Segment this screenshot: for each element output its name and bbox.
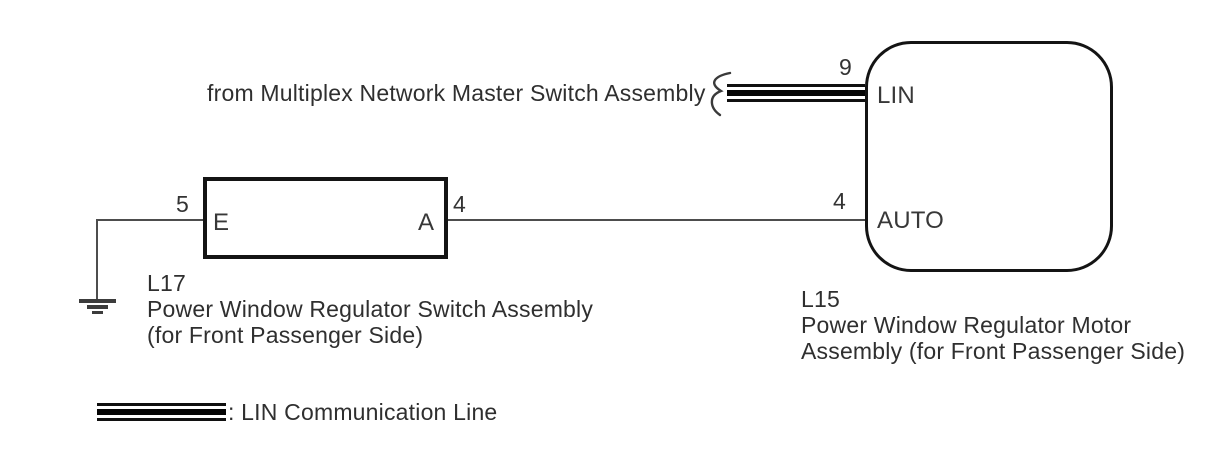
pin-4-switch-label: 4 bbox=[453, 191, 466, 217]
wire-a-to-auto bbox=[446, 219, 865, 221]
lin-communication-line bbox=[727, 84, 865, 102]
wire-e-to-ground bbox=[97, 219, 203, 221]
switch-assembly-box bbox=[203, 177, 448, 259]
terminal-lin-label: LIN bbox=[877, 82, 915, 109]
motor-code-label: L15 bbox=[801, 286, 840, 312]
terminal-e-label: E bbox=[213, 209, 230, 236]
motor-assembly-box bbox=[865, 41, 1113, 272]
legend-label: : LIN Communication Line bbox=[228, 399, 498, 425]
terminal-a-label: A bbox=[418, 209, 435, 236]
switch-name-line1: Power Window Regulator Switch Assembly bbox=[147, 296, 594, 322]
motor-name-line2: Assembly (for Front Passenger Side) bbox=[801, 338, 1186, 364]
switch-caption: L17 Power Window Regulator Switch Assemb… bbox=[147, 270, 593, 348]
switch-name-line2: (for Front Passenger Side) bbox=[147, 322, 424, 348]
motor-name-line1: Power Window Regulator Motor bbox=[801, 312, 1132, 338]
source-label: from Multiplex Network Master Switch Ass… bbox=[207, 80, 706, 106]
pin-5-label: 5 bbox=[176, 191, 189, 217]
wire-break-icon bbox=[710, 71, 732, 117]
pin-4-motor-label: 4 bbox=[833, 188, 846, 214]
motor-caption: L15 Power Window Regulator Motor Assembl… bbox=[801, 286, 1185, 364]
wire-ground-drop bbox=[96, 219, 98, 300]
pin-9-label: 9 bbox=[839, 54, 852, 80]
legend-lin-line-sample bbox=[97, 403, 226, 421]
switch-code-label: L17 bbox=[147, 270, 186, 296]
terminal-auto-label: AUTO bbox=[877, 207, 945, 234]
